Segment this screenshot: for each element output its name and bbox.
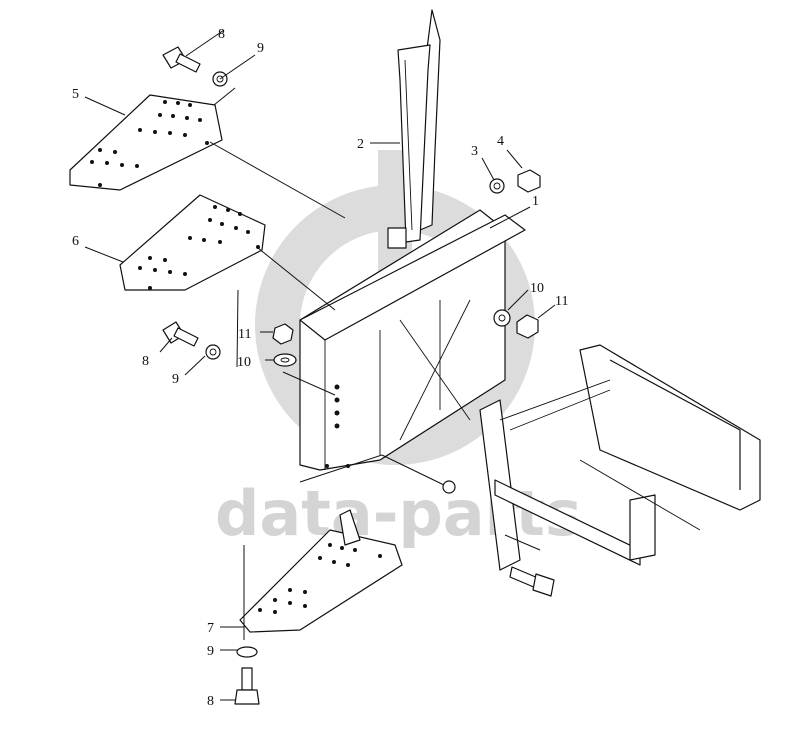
nut-washer-right	[493, 309, 539, 339]
callout-5: 5	[72, 87, 79, 102]
foot-plate-middle	[119, 194, 266, 291]
callout-7: 7	[207, 621, 214, 636]
callout-9-lower: 9	[207, 644, 214, 659]
callout-2: 2	[357, 137, 364, 152]
callout-1: 1	[532, 194, 539, 209]
callout-8-upper: 8	[218, 27, 225, 42]
callout-10-left: 10	[237, 355, 251, 370]
callout-3: 3	[471, 144, 478, 159]
bracket-assembly	[479, 344, 761, 571]
callout-8-lower: 8	[207, 694, 214, 709]
callout-11-left: 11	[238, 327, 251, 342]
lever-blade	[387, 9, 441, 249]
callout-4: 4	[497, 134, 504, 149]
watermark-text: data-parts	[215, 477, 582, 550]
callout-8-middle: 8	[142, 354, 149, 369]
callout-9-middle: 9	[172, 372, 179, 387]
foot-plate-lower	[239, 509, 403, 633]
callout-6: 6	[72, 234, 79, 249]
nut-washer-upper-right	[489, 169, 541, 194]
nut-washer-center	[272, 323, 297, 367]
central-frame	[299, 209, 526, 471]
callout-11-right: 11	[555, 294, 568, 309]
bolt-lower-right	[442, 480, 555, 597]
bolt-bottom	[234, 646, 260, 705]
callout-9-upper: 9	[257, 41, 264, 56]
callout-10-right: 10	[530, 281, 544, 296]
bolt-upper	[162, 46, 228, 87]
leader-lines	[84, 29, 556, 701]
bolt-middle-left	[162, 321, 221, 360]
foot-plate-upper	[69, 94, 223, 191]
